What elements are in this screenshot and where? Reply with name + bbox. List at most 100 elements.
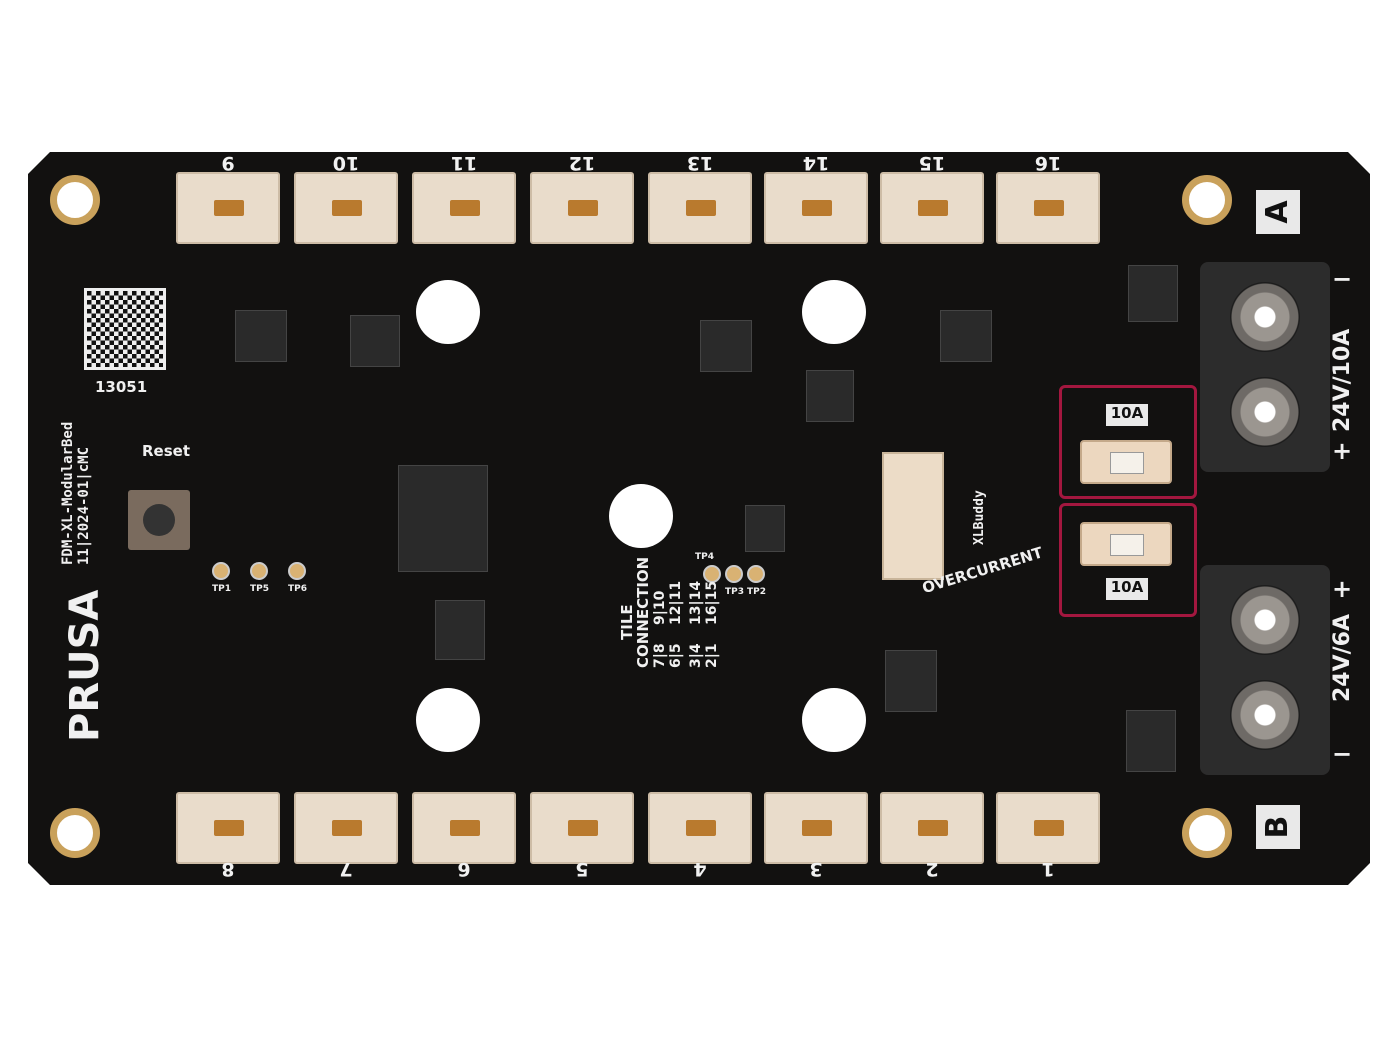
tp1-label: TP1	[212, 584, 231, 594]
tile-pair: 6|5	[668, 643, 684, 668]
tile-connector	[176, 792, 280, 864]
connector-number-label: 12	[568, 152, 596, 174]
test-point-tp2	[747, 565, 765, 583]
connector-number-label: 13	[686, 152, 714, 174]
tile-connector	[648, 792, 752, 864]
datamatrix-code	[84, 288, 166, 370]
tile-connector	[996, 172, 1100, 244]
input-b-label: B	[1256, 805, 1300, 849]
screw	[1230, 585, 1300, 655]
reset-label: Reset	[142, 442, 190, 460]
ic-chip	[350, 315, 400, 367]
tile-pair: 9|10	[652, 590, 668, 625]
ic-chip	[1126, 710, 1176, 772]
tp4-label: TP4	[695, 552, 714, 562]
minus-symbol: −	[1332, 265, 1353, 293]
fuse-rating-label: 10A	[1106, 404, 1148, 426]
fuse-highlight	[1059, 385, 1197, 499]
through-hole	[416, 280, 480, 344]
through-hole	[802, 688, 866, 752]
rating-a-label: 24V/10A	[1330, 328, 1355, 432]
screw	[1230, 377, 1300, 447]
connector-number-label: 9	[221, 152, 235, 174]
mounting-hole	[50, 808, 100, 858]
connector-number-label: 1	[1041, 858, 1055, 880]
connector-number-label: 11	[450, 152, 478, 174]
ic-chip	[700, 320, 752, 372]
connector-number-label: 7	[339, 858, 353, 880]
fuse	[1080, 522, 1172, 566]
through-hole	[416, 688, 480, 752]
fuse	[1080, 440, 1172, 484]
screw	[1230, 680, 1300, 750]
tp5-label: TP5	[250, 584, 269, 594]
ic-chip	[1128, 265, 1178, 322]
screw	[1230, 282, 1300, 352]
tile-pair: 12|11	[668, 580, 684, 625]
plus-symbol: +	[1332, 437, 1353, 465]
minus-symbol: −	[1332, 740, 1353, 768]
mounting-hole	[1182, 808, 1232, 858]
power-terminal-a	[1200, 262, 1330, 472]
tile-pair: 7|8	[652, 643, 668, 668]
tile-connector	[996, 792, 1100, 864]
ic-chip	[745, 505, 785, 552]
reset-button[interactable]	[128, 490, 190, 550]
test-point-tp5	[250, 562, 268, 580]
tile-connector	[764, 172, 868, 244]
revision-label: 11|2024-01|cMC	[76, 446, 92, 565]
test-point-tp1	[212, 562, 230, 580]
connector-number-label: 6	[457, 858, 471, 880]
tile-connector	[880, 792, 984, 864]
ic-chip	[806, 370, 854, 422]
connector-number-label: 15	[918, 152, 946, 174]
mounting-hole	[1182, 175, 1232, 225]
tile-pair: 3|4	[688, 643, 704, 668]
fuse-rating-label: 10A	[1106, 578, 1148, 600]
model-label: FDM-XL-ModularBed	[60, 421, 76, 565]
tp6-label: TP6	[288, 584, 307, 594]
ic-chip	[235, 310, 287, 362]
connection-label: CONNECTION	[634, 556, 652, 668]
plus-symbol: +	[1332, 575, 1353, 603]
tile-connector	[294, 792, 398, 864]
connector-number-label: 14	[802, 152, 830, 174]
ic-chip	[885, 650, 937, 712]
tile-connector	[880, 172, 984, 244]
tile-connector	[294, 172, 398, 244]
connector-number-label: 16	[1034, 152, 1062, 174]
connector-number-label: 4	[693, 858, 707, 880]
through-hole	[609, 484, 673, 548]
test-point-tp6	[288, 562, 306, 580]
through-hole	[802, 280, 866, 344]
tile-pair: 2|1	[704, 643, 720, 668]
xlbuddy-connector	[882, 452, 944, 580]
tile-connector	[764, 792, 868, 864]
mounting-hole	[50, 175, 100, 225]
ic-chip	[940, 310, 992, 362]
microcontroller-chip	[398, 465, 488, 572]
tp3-label: TP3	[725, 587, 744, 597]
xlbuddy-label: XLBuddy	[972, 490, 987, 545]
input-a-label: A	[1256, 190, 1300, 234]
tile-connector	[412, 172, 516, 244]
tp2-label: TP2	[747, 587, 766, 597]
test-point-tp4	[703, 565, 721, 583]
tile-pair: 13|14	[688, 580, 704, 625]
connector-number-label: 8	[221, 858, 235, 880]
rating-b-label: 24V/6A	[1330, 613, 1355, 702]
test-point-tp3	[725, 565, 743, 583]
tile-connector	[648, 172, 752, 244]
tile-connector	[412, 792, 516, 864]
tile-pair: 16|15	[704, 580, 720, 625]
serial-number: 13051	[95, 378, 148, 396]
connector-number-label: 3	[809, 858, 823, 880]
brand-logo: PRUSA	[62, 589, 108, 742]
tile-connector	[176, 172, 280, 244]
connector-number-label: 10	[332, 152, 360, 174]
connector-number-label: 5	[575, 858, 589, 880]
tile-connector	[530, 792, 634, 864]
tile-connector	[530, 172, 634, 244]
ic-chip	[435, 600, 485, 660]
power-terminal-b	[1200, 565, 1330, 775]
